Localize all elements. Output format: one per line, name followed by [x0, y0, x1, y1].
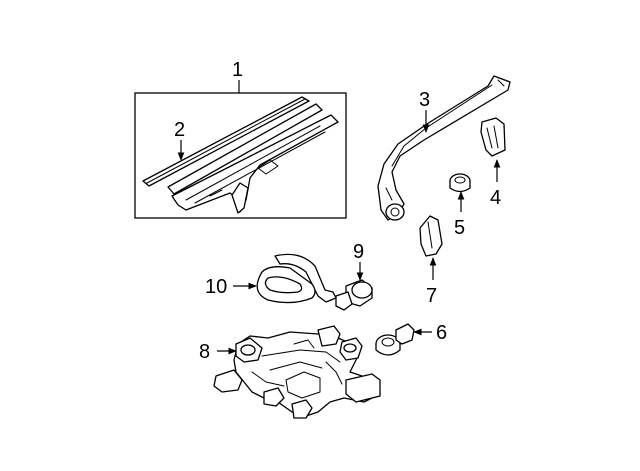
grommet [419, 215, 443, 257]
washer-hose [256, 253, 337, 304]
callout-6: 6 [413, 322, 447, 344]
callout-7: 7 [426, 257, 437, 307]
callout-label: 7 [426, 285, 437, 307]
callout-label: 9 [353, 241, 364, 263]
wiper-blade-assembly [134, 92, 347, 219]
blade-refill [142, 96, 310, 187]
callout-9: 9 [353, 241, 364, 281]
washer-nozzle [335, 279, 373, 311]
blade-frame [167, 103, 339, 214]
callout-label: 8 [199, 341, 210, 363]
callout-label: 4 [490, 187, 501, 209]
arm-nut [449, 173, 471, 193]
callout-2: 2 [174, 119, 185, 161]
callout-label: 2 [174, 119, 185, 141]
callout-5: 5 [454, 191, 465, 239]
callout-4: 4 [490, 159, 501, 209]
callout-label: 5 [454, 217, 465, 239]
callout-label: 6 [436, 322, 447, 344]
wiper-arm [377, 75, 511, 221]
callout-8: 8 [199, 341, 237, 363]
callout-label: 10 [205, 276, 227, 298]
callout-label: 3 [419, 89, 430, 111]
callout-10: 10 [205, 276, 257, 298]
arm-cap [480, 117, 506, 157]
motor-bushing [375, 323, 415, 356]
callout-3: 3 [419, 89, 430, 133]
wiper-motor [213, 325, 381, 419]
callout-label: 1 [232, 59, 243, 81]
callout-1: 1 [232, 59, 243, 93]
